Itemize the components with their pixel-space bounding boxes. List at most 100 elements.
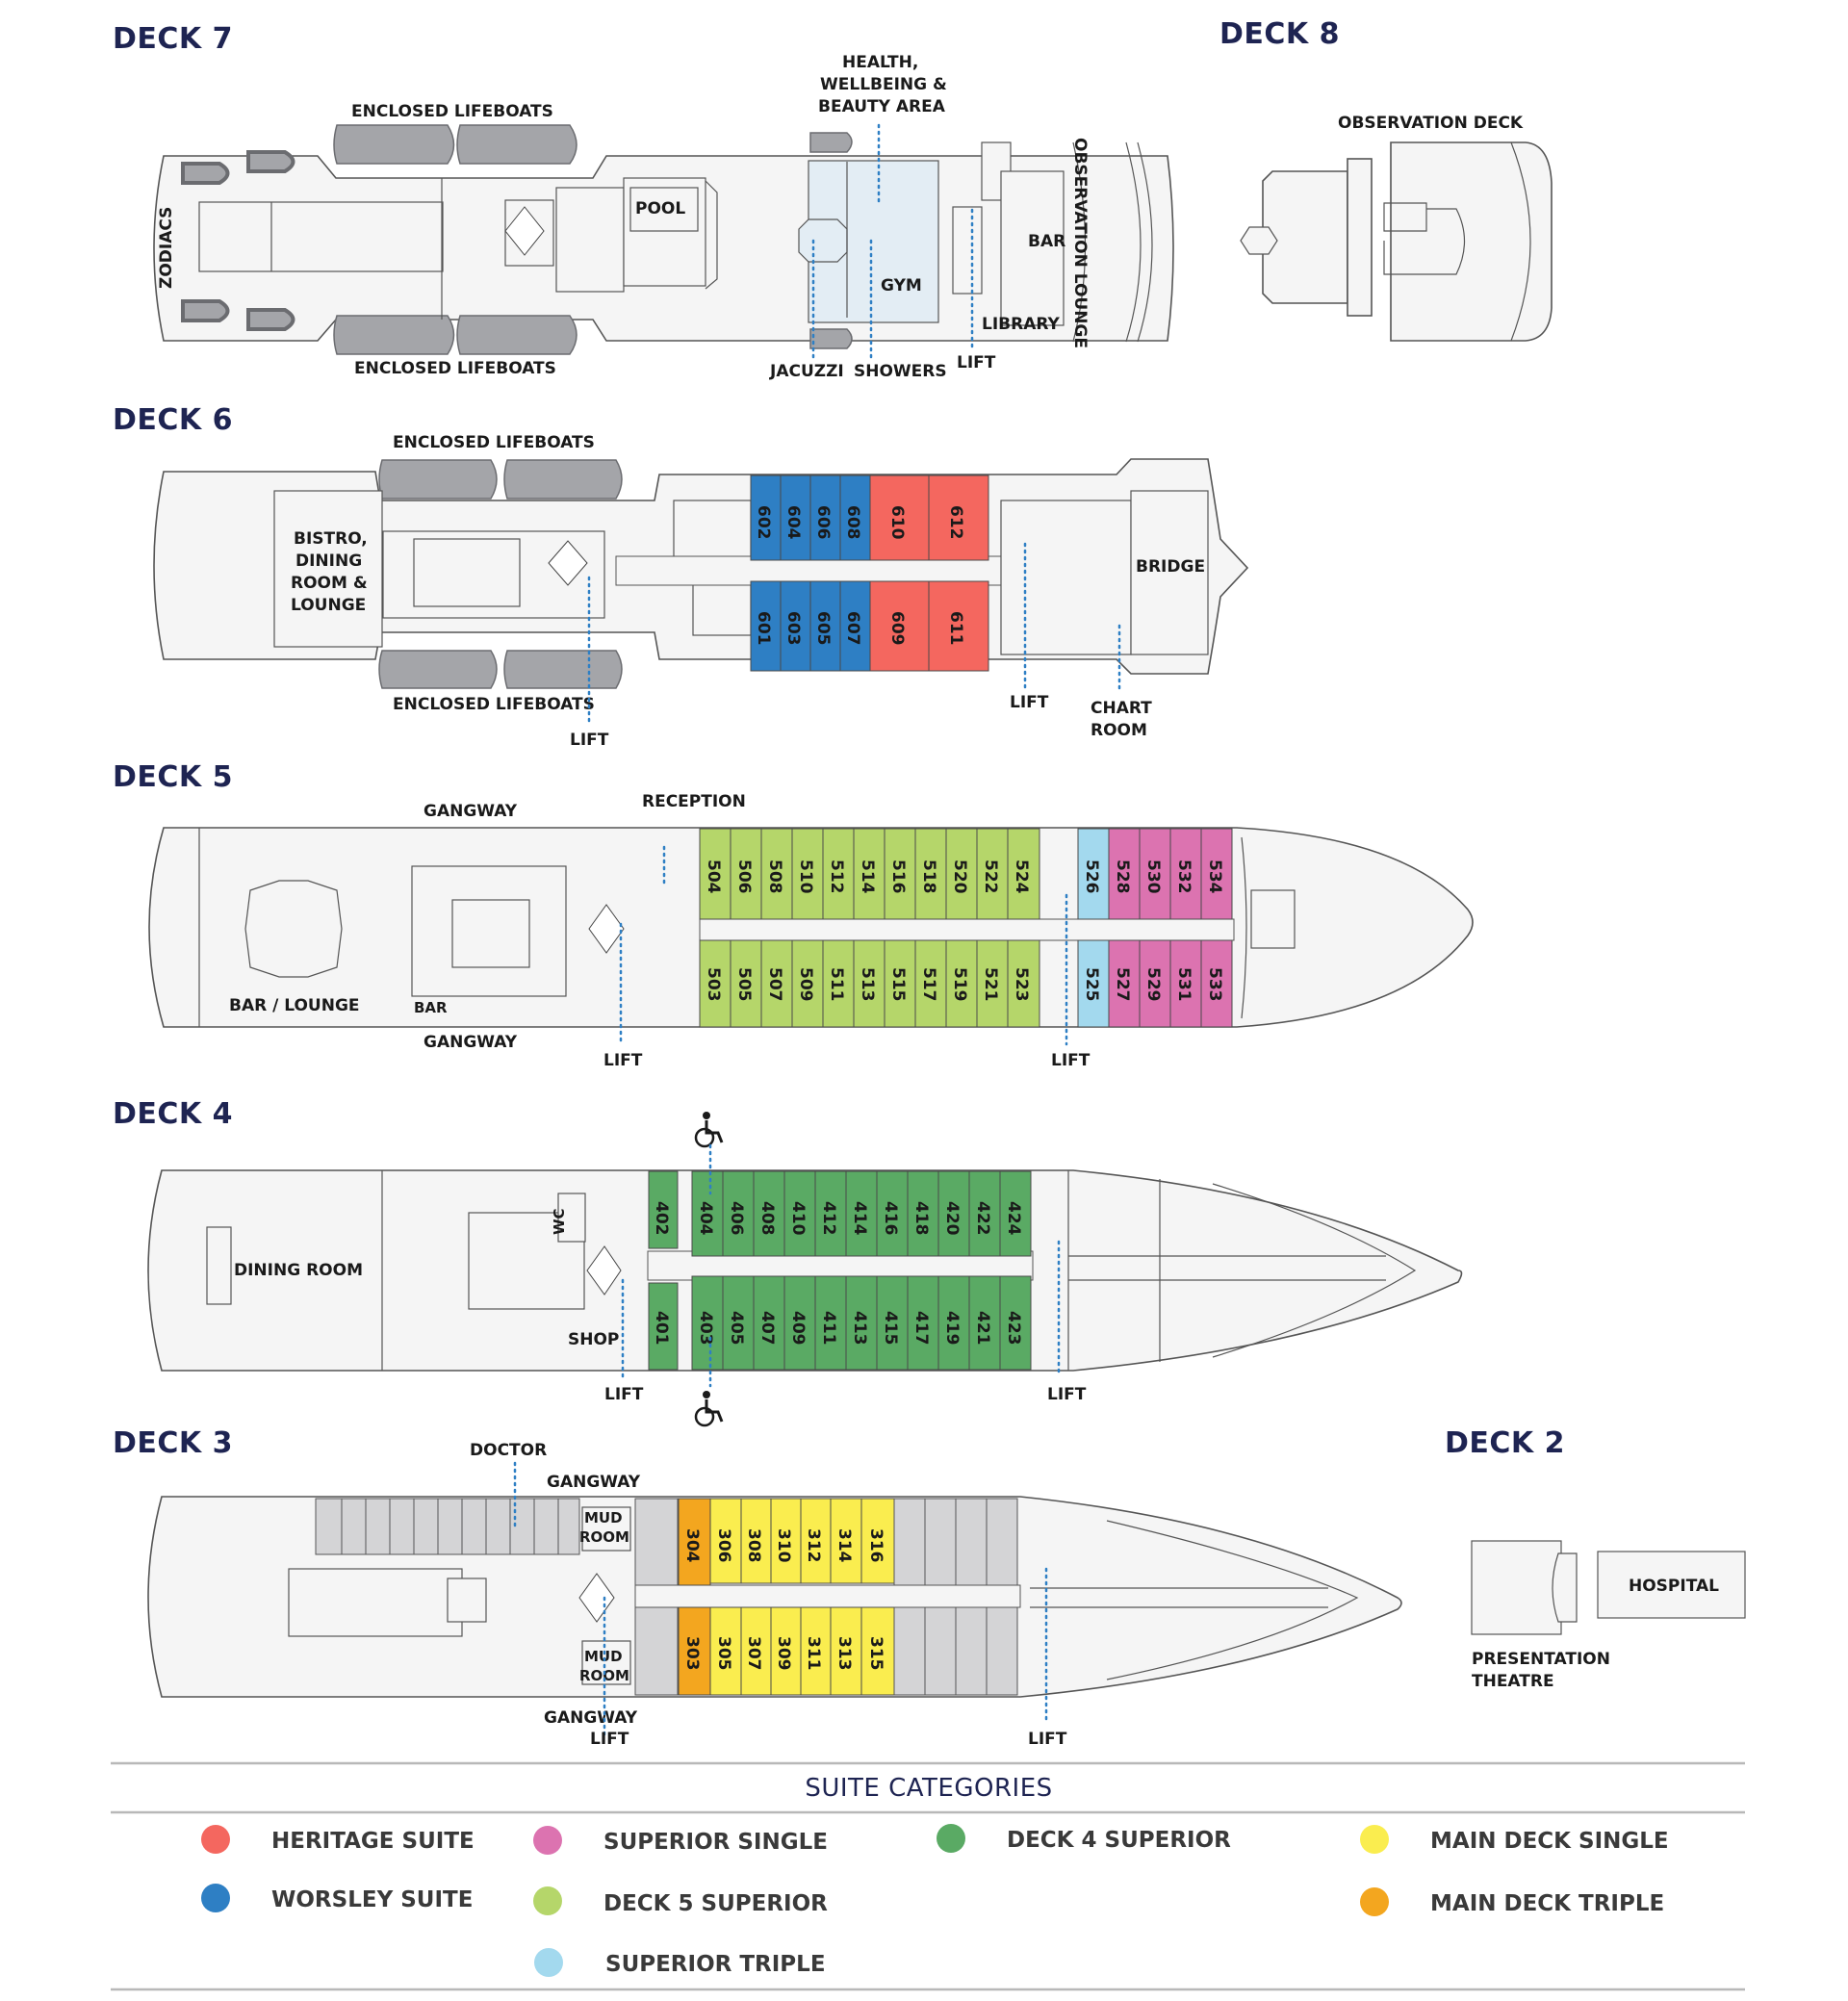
svg-text:506: 506 [734,859,754,894]
cabin-609[interactable] [869,580,930,672]
cabin-527[interactable] [1108,939,1141,1028]
suite-categories-legend: SUITE CATEGORIES HERITAGE SUITE WORSLEY … [111,1761,1745,1991]
swatch-main-deck-single [1360,1825,1389,1854]
cabin-607[interactable] [839,580,871,672]
cabin-526[interactable] [1077,828,1110,920]
cabin-508[interactable] [760,828,793,920]
cabin-511[interactable] [822,939,855,1028]
cabin-402[interactable] [648,1170,679,1249]
cabin-608[interactable] [839,475,871,561]
cabin-504[interactable] [699,828,732,920]
cabin-512[interactable] [822,828,855,920]
cabin-413[interactable] [845,1275,878,1371]
cabin-408[interactable] [753,1170,785,1257]
cabin-532[interactable] [1169,828,1202,920]
cabin-420[interactable] [937,1170,970,1257]
deck-4-cabins-top: 402 404 406 408 410 412 414 416 418 420 … [648,1170,1032,1257]
cabin-419[interactable] [937,1275,970,1371]
cabin-518[interactable] [914,828,947,920]
legend-title: SUITE CATEGORIES [805,1774,1052,1803]
cabin-406[interactable] [722,1170,755,1257]
cabin-303[interactable] [678,1606,711,1696]
deck-5: DECK 5 GANGWAY GANGWAY RECEPTION BAR / L… [113,760,1474,1070]
cabin-506[interactable] [730,828,762,920]
cabin-424[interactable] [999,1170,1032,1257]
svg-text:418: 418 [911,1201,931,1236]
cabin-401[interactable] [648,1282,679,1371]
cabin-505[interactable] [730,939,762,1028]
deck-5-cabins-bottom: 503 505 507 509 511 513 515 517 519 521 … [699,939,1233,1028]
cabin-533[interactable] [1200,939,1233,1028]
cabin-418[interactable] [907,1170,939,1257]
cabin-530[interactable] [1139,828,1171,920]
cabin-307[interactable] [740,1606,772,1696]
cabin-313[interactable] [830,1606,862,1696]
svg-text:503: 503 [704,967,723,1002]
cabin-310[interactable] [770,1498,802,1584]
cabin-529[interactable] [1139,939,1171,1028]
cabin-411[interactable] [814,1275,847,1371]
deck-6-title: DECK 6 [113,403,233,437]
cabin-525[interactable] [1077,939,1110,1028]
cabin-513[interactable] [853,939,886,1028]
cabin-315[interactable] [860,1606,895,1696]
cabin-534[interactable] [1200,828,1233,920]
cabin-605[interactable] [809,580,841,672]
gangway-label: GANGWAY [424,1033,518,1052]
cabin-412[interactable] [814,1170,847,1257]
svg-text:422: 422 [973,1201,992,1236]
svg-text:304: 304 [682,1528,702,1563]
bar-label: BAR [414,999,448,1016]
swatch-superior-triple [534,1948,563,1977]
deck-3-cabins-top: 304 306 308 310 312 314 316 [678,1498,895,1586]
cabin-612[interactable] [928,475,989,561]
cabin-311[interactable] [800,1606,832,1696]
cabin-409[interactable] [783,1275,816,1371]
svg-text:527: 527 [1113,967,1132,1002]
svg-text:509: 509 [796,967,815,1002]
svg-text:307: 307 [744,1636,763,1671]
cabin-523[interactable] [1007,939,1040,1028]
cabin-308[interactable] [740,1498,772,1584]
cabin-514[interactable] [853,828,886,920]
cabin-610[interactable] [869,475,930,561]
cabin-422[interactable] [968,1170,1001,1257]
cabin-517[interactable] [914,939,947,1028]
mud-room-label: ROOM [579,1528,629,1546]
svg-text:402: 402 [652,1201,671,1236]
svg-text:601: 601 [754,611,773,646]
cabin-519[interactable] [945,939,978,1028]
cabin-531[interactable] [1169,939,1202,1028]
cabin-309[interactable] [770,1606,802,1696]
cabin-611[interactable] [928,580,989,672]
svg-text:419: 419 [942,1311,962,1346]
legend-item-worsley-suite: WORSLEY SUITE [201,1884,473,1912]
svg-text:414: 414 [850,1201,869,1236]
cabin-606[interactable] [809,475,841,561]
reception-label: RECEPTION [642,792,746,811]
svg-text:306: 306 [714,1528,733,1563]
swatch-deck-4-superior [937,1824,965,1853]
deck-5-cabins-top: 504 506 508 510 512 514 516 518 520 522 … [699,828,1233,920]
cabin-524[interactable] [1007,828,1040,920]
cabin-415[interactable] [876,1275,909,1371]
cabin-604[interactable] [780,475,811,561]
cabin-417[interactable] [907,1275,939,1371]
cabin-416[interactable] [876,1170,909,1257]
cabin-423[interactable] [999,1275,1032,1371]
cabin-522[interactable] [976,828,1009,920]
cabin-516[interactable] [884,828,916,920]
bistro-label: LOUNGE [291,596,366,615]
shop-label: SHOP [568,1330,619,1349]
deck-8-title: DECK 8 [1219,17,1340,51]
cabin-509[interactable] [791,939,824,1028]
cabin-603[interactable] [780,580,811,672]
wheelchair-icon [694,1112,724,1148]
cabin-305[interactable] [709,1606,742,1696]
svg-text:423: 423 [1004,1311,1023,1346]
cabin-407[interactable] [753,1275,785,1371]
cabin-304[interactable] [678,1498,711,1586]
cabin-414[interactable] [845,1170,878,1257]
deck-4-title: DECK 4 [113,1097,233,1131]
cabin-316[interactable] [860,1498,895,1584]
